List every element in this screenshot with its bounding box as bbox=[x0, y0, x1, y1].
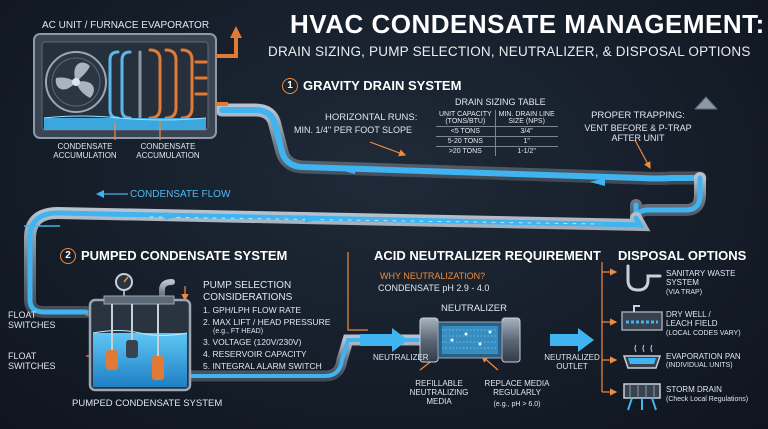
p-trap-icon bbox=[626, 264, 662, 292]
neutralizer-inlet-label: NEUTRALIZER bbox=[373, 353, 429, 362]
disposal-heading: DISPOSAL OPTIONS bbox=[618, 248, 747, 263]
flow-arrows bbox=[24, 166, 605, 352]
pump-considerations-title: PUMP SELECTION CONSIDERATIONS bbox=[203, 280, 293, 303]
drain-sizing-table: UNIT CAPACITY (TONS/BTU)MIN. DRAIN LINE … bbox=[436, 110, 558, 156]
table-header: MIN. DRAIN LINE SIZE (NPS) bbox=[494, 110, 558, 127]
neutralizer-label: NEUTRALIZER bbox=[441, 303, 507, 314]
disposal-option-note: (VIA TRAP) bbox=[666, 289, 703, 296]
pressure-gauge-icon bbox=[115, 273, 133, 296]
neutralizer-heading: ACID NEUTRALIZER REQUIREMENT bbox=[374, 248, 601, 263]
unit-label: AC UNIT / FURNACE EVAPORATOR bbox=[42, 20, 210, 31]
disposal-option-note: (INDIVIDUAL UNITS) bbox=[666, 362, 733, 369]
gravity-drain-pipe bbox=[215, 96, 725, 228]
float-switch-label-2: FLOAT SWITCHES bbox=[8, 351, 56, 372]
storm-drain-icon bbox=[623, 383, 661, 411]
condensate-return-pipe bbox=[24, 206, 651, 318]
neutralized-outlet-label: NEUTRALIZED OUTLET bbox=[544, 353, 600, 372]
media-label: REFILLABLE NEUTRALIZING MEDIA bbox=[409, 379, 469, 407]
float-switch-label-1: FLOAT SWITCHES bbox=[8, 310, 56, 331]
consideration-item: 3. VOLTAGE (120V/230V) bbox=[203, 337, 302, 347]
table-header: UNIT CAPACITY (TONS/BTU) bbox=[436, 110, 496, 127]
fan-icon bbox=[45, 51, 107, 113]
disposal-option-name: DRY WELL / LEACH FIELD bbox=[666, 310, 718, 329]
evaporation-pan-icon bbox=[622, 344, 662, 369]
section-number-2: 2 bbox=[60, 248, 76, 264]
pumped-caption: PUMPED CONDENSATE SYSTEM bbox=[72, 398, 223, 409]
page-subtitle: DRAIN SIZING, PUMP SELECTION, NEUTRALIZE… bbox=[268, 44, 751, 59]
replace-media-note: (e.g., pH > 6.0) bbox=[493, 401, 541, 408]
consideration-item: 1. GPH/LPH FLOW RATE bbox=[203, 305, 302, 315]
trapping-title: PROPER TRAPPING: bbox=[591, 110, 685, 121]
disposal-option-name: STORM DRAIN bbox=[666, 385, 722, 394]
float-switch-upper bbox=[152, 356, 164, 380]
section-number-1: 1 bbox=[282, 78, 298, 94]
accumulation-label-left: CONDENSATE ACCUMULATION bbox=[53, 142, 117, 161]
pump-reservoir bbox=[88, 273, 192, 392]
trapping-text: VENT BEFORE & P-TRAP AFTER UNIT bbox=[584, 123, 692, 144]
neutralizer-cartridge bbox=[419, 317, 521, 363]
disposal-option-note: (LOCAL CODES VARY) bbox=[666, 330, 741, 337]
disposal-option-note: (Check Local Regulations) bbox=[666, 396, 749, 403]
disposal-option-name: SANITARY WASTE SYSTEM bbox=[666, 269, 736, 288]
pumped-heading: PUMPED CONDENSATE SYSTEM bbox=[81, 248, 288, 263]
consideration-item: 5. INTEGRAL ALARM SWITCH bbox=[203, 361, 322, 371]
consideration-item: 2. MAX LIFT / HEAD PRESSURE bbox=[203, 317, 331, 327]
consideration-note: (e.g., FT HEAD) bbox=[213, 328, 264, 335]
accumulation-label-right: CONDENSATE ACCUMULATION bbox=[136, 142, 200, 161]
disposal-option-name: EVAPORATION PAN bbox=[666, 352, 741, 361]
consideration-item: 4. RESERVOIR CAPACITY bbox=[203, 349, 307, 359]
evaporator-coil-icon bbox=[108, 48, 208, 120]
why-neutralization: WHY NEUTRALIZATION? bbox=[380, 271, 486, 281]
drain-table-title: DRAIN SIZING TABLE bbox=[455, 97, 546, 107]
ac-unit bbox=[33, 26, 242, 139]
condensate-ph: CONDENSATE pH 2.9 - 4.0 bbox=[378, 283, 490, 293]
gravity-heading: GRAVITY DRAIN SYSTEM bbox=[303, 78, 462, 93]
dry-well-icon bbox=[621, 305, 663, 331]
slope-label: MIN. 1/4" PER FOOT SLOPE bbox=[294, 125, 413, 135]
page-title: HVAC CONDENSATE MANAGEMENT: bbox=[290, 9, 765, 39]
replace-media-label: REPLACE MEDIA REGULARLY bbox=[484, 379, 550, 398]
horizontal-runs-label: HORIZONTAL RUNS: bbox=[325, 112, 418, 123]
float-switch-lower bbox=[106, 350, 118, 370]
condensate-flow-label: CONDENSATE FLOW bbox=[130, 189, 231, 200]
